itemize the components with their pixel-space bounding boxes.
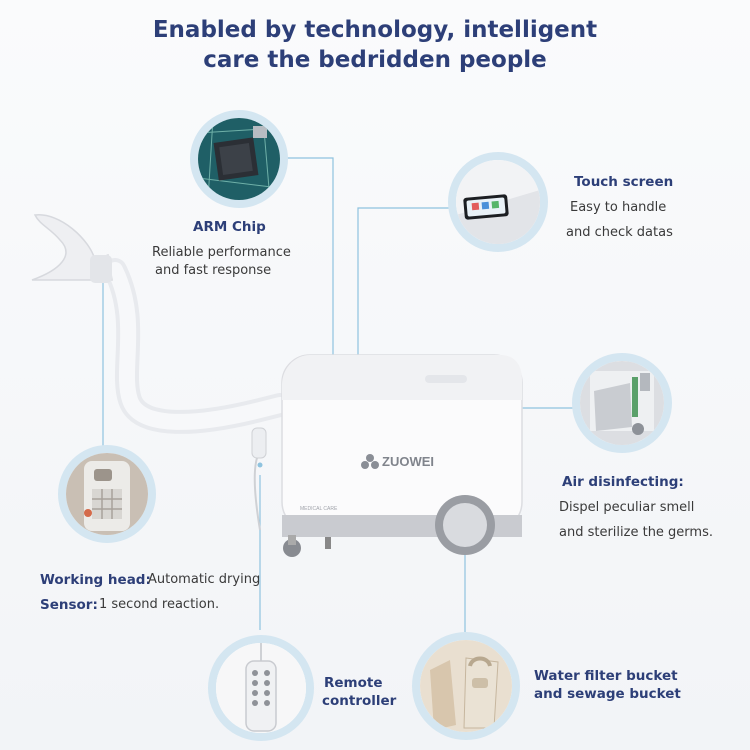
arm-chip-line-2: and fast response [155,263,272,278]
remote-controller-icon [216,643,306,733]
disinfection-module-icon [580,361,664,445]
working-head-icon [66,453,148,535]
sensor-value: 1 second reaction. [99,597,220,612]
air-disinfecting-heading: Air disinfecting: [562,474,684,490]
page-title: Enabled by technology, intelligent care … [0,15,750,75]
brand-subtitle: MEDICAL CARE [300,506,338,512]
arm-chip-circle [190,110,288,208]
sensor-label: Sensor: [40,597,98,613]
touch-screen-line-1: Easy to handle [570,200,667,215]
arm-chip-icon [198,118,280,200]
touch-screen-line-2: and check datas [566,225,673,240]
touch-screen-circle [448,152,548,252]
brand-logo: ZUOWEI [382,454,434,469]
working-head-circle [58,445,156,543]
title-line-1: Enabled by technology, intelligent [152,17,598,43]
air-disinfecting-line-1: Dispel peculiar smell [559,500,695,515]
water-bucket-icon [420,640,512,732]
working-head-label: Working head: [40,572,151,588]
arm-chip-heading: ARM Chip [193,219,266,235]
remote-line-1: Remote [324,675,383,691]
title-line-2: care the bedridden people [203,47,547,73]
touch-screen-icon [456,160,540,244]
water-bucket-line-2: and sewage bucket [534,686,681,702]
remote-line-2: controller [322,693,397,709]
working-head-value: Automatic drying [148,572,261,587]
water-bucket-line-1: Water filter bucket [534,668,678,684]
arm-chip-line-1: Reliable performance [152,245,291,260]
touch-screen-heading: Touch screen [574,174,674,190]
remote-controller-circle [208,635,314,741]
air-disinfecting-line-2: and sterilize the germs. [559,525,713,540]
air-disinfecting-circle [572,353,672,453]
care-machine-illustration: ZUOWEI MEDICAL CARE [31,214,523,557]
water-bucket-circle [412,632,520,740]
